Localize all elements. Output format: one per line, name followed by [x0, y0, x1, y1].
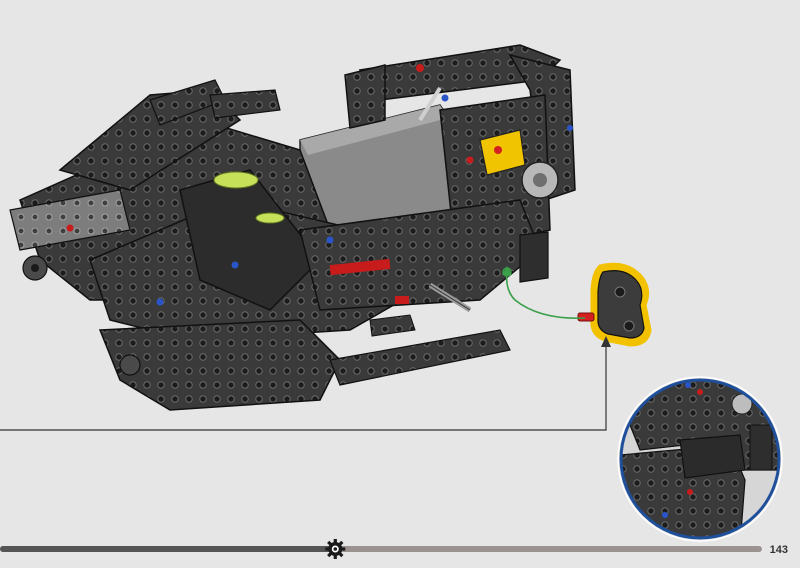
detail-zoom-circle [617, 376, 783, 542]
placement-target [502, 267, 512, 277]
placement-arrowhead [502, 266, 512, 275]
gear-icon [325, 539, 346, 559]
gear-tooth [341, 547, 346, 551]
model-assembly [9, 44, 576, 411]
placement-arrow [505, 271, 586, 319]
gear-tooth [325, 547, 330, 551]
new-part-callout [577, 262, 652, 347]
gear-tooth [333, 539, 337, 543]
pointer-line [0, 345, 607, 431]
gear-tooth [333, 555, 337, 559]
pointer-arrowhead [601, 336, 611, 347]
build-progress-bar [0, 539, 762, 559]
page-number: 143 [769, 544, 788, 556]
